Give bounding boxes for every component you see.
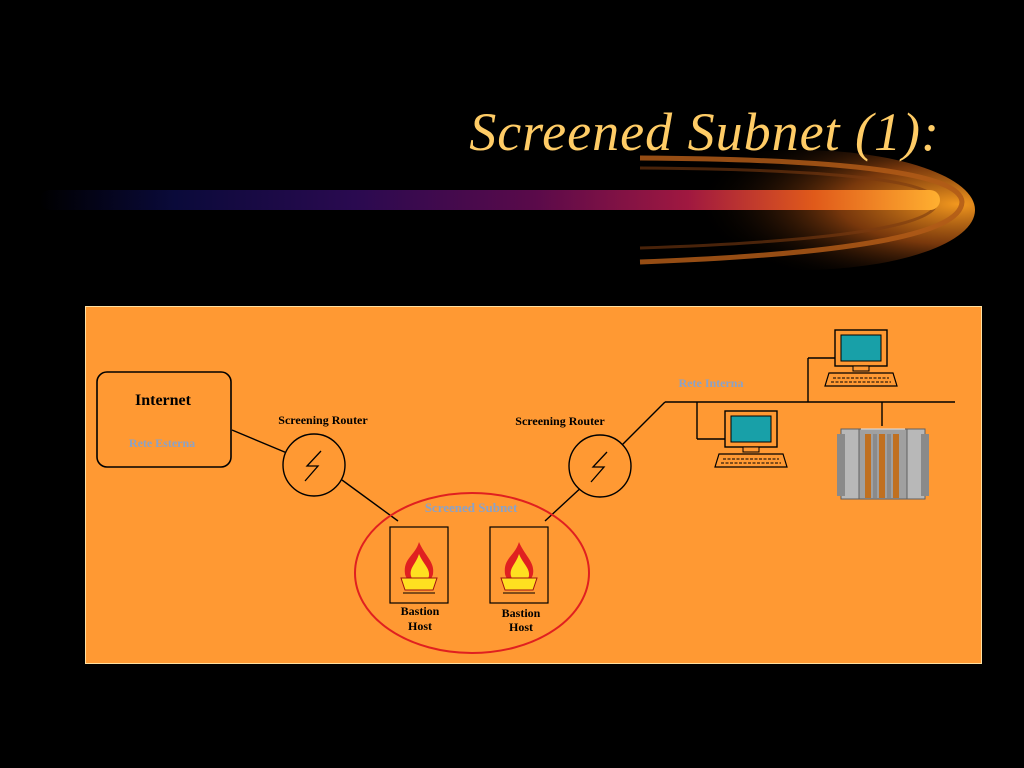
server [837,428,929,500]
bastion-left-label-line1: Bastion [401,604,440,618]
bastion-right-label-line1: Bastion [502,606,541,620]
network-links [231,357,955,522]
network-diagram: Internet Rete Esterna Screening Router S… [85,306,982,664]
bastion-host-right: Bastion Host [489,526,549,634]
server-icon [837,428,929,500]
router-icon [282,433,346,497]
bastion-host-left: Bastion Host [389,526,449,633]
bastion-right-label-line2: Host [509,620,533,634]
screened-subnet-zone: Screened Subnet [354,492,590,654]
firewall-icon [400,542,438,594]
computer-icon [714,410,788,468]
router-icon [568,434,632,498]
bastion-left-label-line2: Host [408,619,432,633]
screened-subnet-label: Screened Subnet [425,500,518,515]
diagram-background [85,306,982,664]
screening-router-right: Screening Router [515,414,632,498]
computer-icon [824,329,898,387]
decorative-swoosh [40,150,975,270]
internet-label: Internet [135,392,192,409]
slide-title: Screened Subnet (1): [469,102,940,162]
firewall-icon [500,542,538,594]
internet-network-label: Rete Esterna [129,436,195,450]
internal-network-label: Rete Interna [679,376,744,390]
router-left-label: Screening Router [278,413,368,427]
workstation-middle [714,410,788,468]
router-right-label: Screening Router [515,414,605,428]
screening-router-left: Screening Router [278,413,368,497]
workstation-top [824,329,898,387]
internet-node: Internet Rete Esterna [96,371,232,468]
